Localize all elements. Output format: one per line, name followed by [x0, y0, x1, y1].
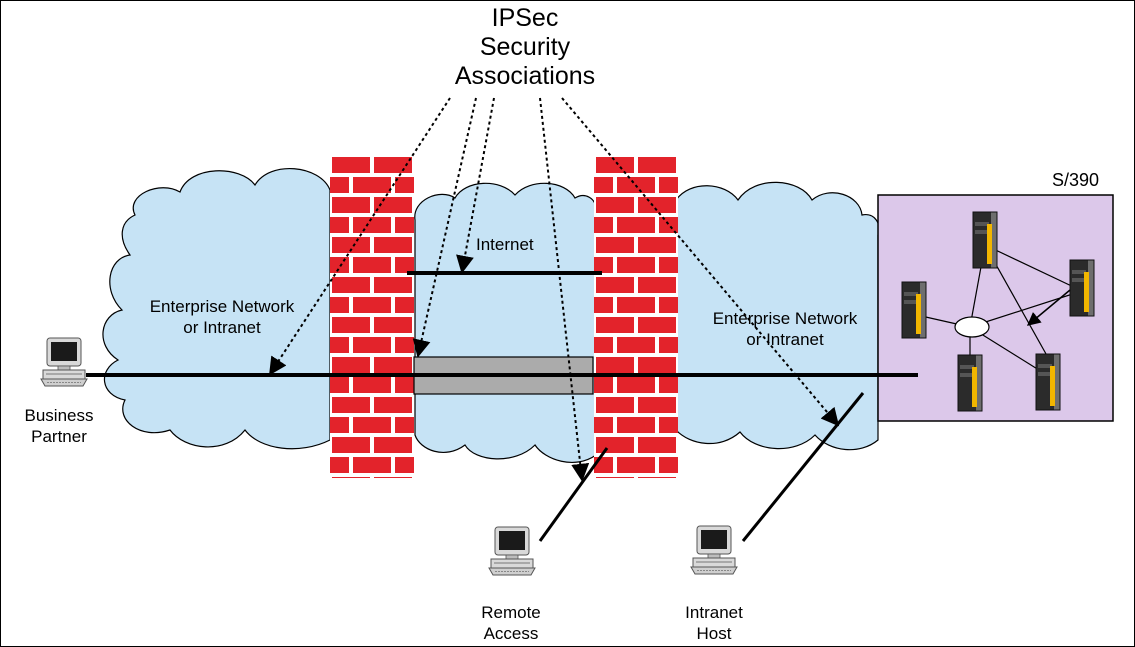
title-line: IPSec: [491, 4, 559, 32]
cloud-internet: [414, 182, 597, 464]
remote-access-label: Remote Access: [481, 603, 541, 643]
server-icon: [1035, 353, 1061, 411]
security-association-arrows: [269, 97, 840, 482]
s390-association-arrow: [1026, 289, 1071, 326]
title-line: Associations: [454, 62, 596, 90]
server-icon: [901, 281, 927, 339]
cloud-left-label: Enterprise Network or Intranet: [149, 297, 295, 337]
remote-access-computer-icon: [488, 526, 536, 576]
title-line: Security: [479, 33, 571, 61]
firewall-right: [594, 155, 678, 478]
intranet-host-link: [741, 392, 865, 542]
cloud-right-label: Enterprise Network or Intranet: [712, 309, 858, 349]
diagram-title: IPSec Security Associations: [440, 4, 610, 91]
s390-hub: [954, 316, 990, 338]
cloud-internet-label: Internet: [476, 235, 534, 254]
business-partner-computer-icon: [40, 337, 88, 387]
server-icon: [972, 211, 998, 269]
remote-access-link: [538, 447, 609, 542]
server-icon: [957, 354, 983, 412]
cloud-right: [675, 181, 880, 451]
intranet-host-computer-icon: [690, 525, 738, 575]
firewall-left: [330, 155, 414, 478]
server-icon: [1069, 259, 1095, 317]
intranet-host-label: Intranet Host: [685, 603, 743, 643]
business-partner-label: Business Partner: [24, 406, 94, 446]
s390-label: S/390: [1052, 170, 1100, 190]
cloud-left: [102, 167, 331, 450]
